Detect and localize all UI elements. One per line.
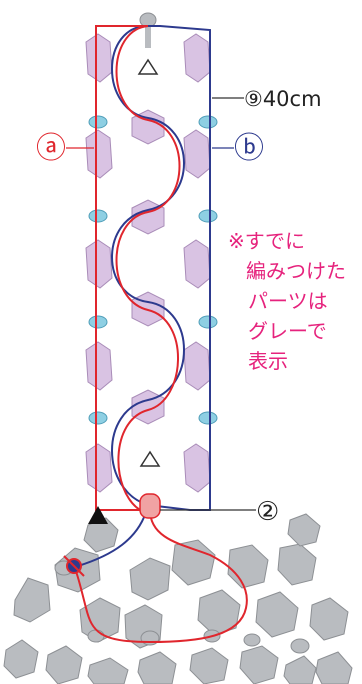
existing-parts-gray: [3, 513, 353, 684]
purple-beads: [85, 33, 211, 493]
note-line: グレーで: [248, 319, 327, 343]
step-label: ②: [256, 497, 279, 527]
start-triangle-bottom: [139, 450, 161, 467]
red-bead: [139, 493, 161, 519]
knot-tick: [63, 555, 85, 577]
top-gray-bead-stem: [145, 26, 151, 48]
cord-label: ⑨40cm: [244, 87, 322, 111]
strand-b-label: ⓑ: [234, 131, 264, 166]
note: ※すでに 編みつけた パーツは グレーで 表示: [228, 229, 346, 373]
thread-a-bottom: [73, 509, 248, 644]
thread-a-path: [95, 25, 181, 511]
note-line: 表示: [248, 349, 288, 373]
note-line: ※すでに: [228, 229, 305, 253]
note-line: 編みつけた: [246, 259, 346, 283]
blue-beads: [88, 115, 218, 425]
start-triangle-top: [137, 58, 159, 75]
top-gray-bead: [139, 12, 157, 28]
note-line: パーツは: [248, 289, 328, 313]
end-triangle-black: [88, 506, 108, 524]
thread-b-path: [111, 25, 211, 511]
strand-a-label: ⓐ: [36, 131, 66, 166]
